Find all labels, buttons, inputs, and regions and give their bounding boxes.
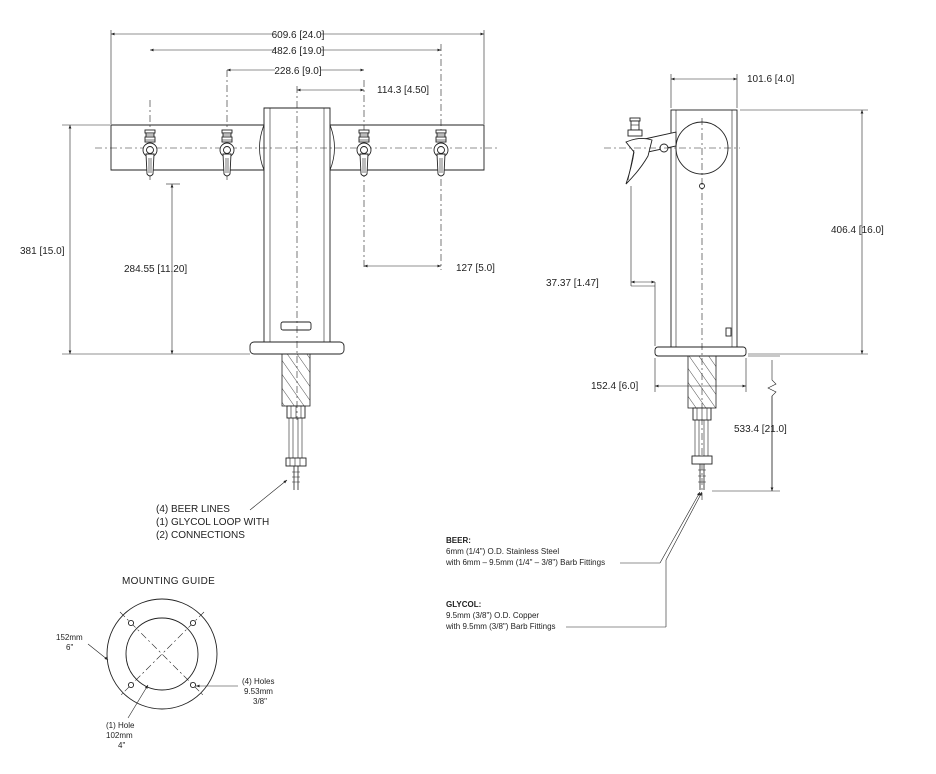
dim-outer-tap-spacing: 482.6 [19.0] (272, 46, 325, 57)
dim-base-width: 152.4 [6.0] (591, 381, 638, 392)
mount-hole-1 (127, 619, 135, 627)
center-label-1: (1) Hole (106, 721, 135, 730)
drip-logo-plate (280, 321, 312, 331)
mount-hole-2 (189, 619, 197, 627)
dim-overall-height: 381 [15.0] (20, 246, 65, 257)
dim-overall-width: 609.6 [24.0] (272, 30, 325, 41)
outer-label-2: 6" (66, 643, 73, 652)
side-base-flange (654, 346, 747, 357)
dim-tap-height: 284.55 [11.20] (124, 264, 187, 275)
dim-faucet-depth: 37.37 [1.47] (546, 278, 599, 289)
side-faucet (625, 117, 677, 185)
center-label-3: 4" (118, 741, 125, 750)
beer-note-line2: with 6mm – 9.5mm (1/4" – 3/8") Barb Fitt… (445, 558, 605, 567)
dim-column-width: 101.6 [4.0] (747, 74, 794, 85)
beer-lines (285, 418, 307, 490)
center-label-2: 102mm (106, 731, 133, 740)
insulated-shank (281, 353, 311, 407)
beer-lines-note-3: (2) CONNECTIONS (156, 530, 245, 541)
dim-center-offset: 114.3 [4.50] (377, 85, 429, 96)
side-insulated-shank (687, 355, 717, 409)
outer-label-1: 152mm (56, 633, 83, 642)
mounting-guide-title: MOUNTING GUIDE (122, 576, 215, 587)
glycol-note-heading: GLYCOL: (446, 600, 481, 609)
beer-lines-note-2: (1) GLYCOL LOOP WITH (156, 517, 269, 528)
mounting-guide: MOUNTING GUIDE 152mm 6" (4) Holes 9.53mm… (56, 576, 274, 750)
beer-lines-note-1: (4) BEER LINES (156, 504, 230, 515)
glycol-note-line1: 9.5mm (3/8") O.D. Copper (446, 611, 539, 620)
dim-line-length: 533.4 [21.0] (734, 424, 787, 435)
side-view: 101.6 [4.0] 406.4 [16.0] 37.37 [1.47] 15… (445, 74, 884, 631)
mount-hole-3 (127, 681, 135, 689)
glycol-note-line2: with 9.5mm (3/8") Barb Fittings (445, 622, 556, 631)
mount-hole-4 (189, 681, 197, 689)
dim-column-height: 406.4 [16.0] (831, 225, 884, 236)
right-arm (319, 124, 485, 171)
dim-inner-tap-spacing: 228.6 [9.0] (274, 66, 321, 77)
left-arm (110, 124, 281, 171)
beer-note-line1: 6mm (1/4") O.D. Stainless Steel (446, 547, 559, 556)
holes-label-1: (4) Holes (242, 677, 274, 686)
beer-note-heading: BEER: (446, 536, 471, 545)
holes-label-2: 9.53mm (244, 687, 273, 696)
holes-label-3: 3/8" (253, 697, 267, 706)
front-view: 609.6 [24.0] 482.6 [19.0] 228.6 [9.0] 11… (20, 28, 500, 541)
dim-tap-pitch: 127 [5.0] (456, 263, 495, 274)
